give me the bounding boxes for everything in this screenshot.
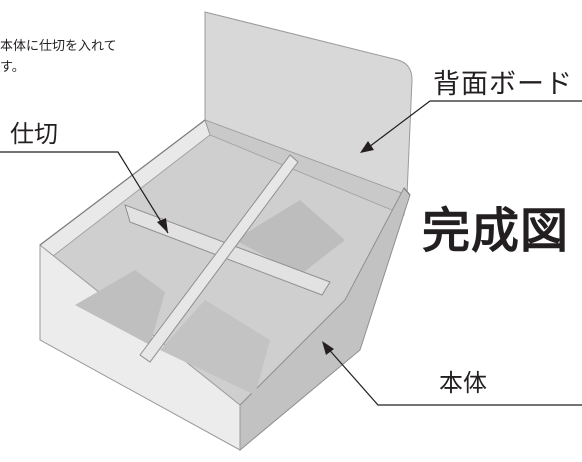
divider-cross	[139, 154, 299, 363]
note-text-line-1: 本体に仕切を入れて	[0, 39, 117, 54]
note-text-line-2: す。	[0, 60, 25, 75]
label-body: 本体	[439, 369, 487, 397]
leader-line-divider	[0, 151, 169, 234]
compartment-floor-front-right	[160, 300, 270, 395]
leader-line-back-board	[364, 100, 582, 151]
compartment-floor-front-left	[75, 270, 165, 345]
compartment-floor-back-right	[235, 200, 345, 275]
body-rim	[39, 119, 411, 246]
label-back-board: 背面ボード	[433, 69, 573, 100]
back-board	[204, 11, 413, 196]
leader-line-body	[324, 344, 582, 406]
title-complete-diagram: 完成図	[422, 203, 570, 259]
leader-arrow-back-board	[360, 141, 374, 153]
label-divider: 仕切	[10, 120, 58, 148]
leader-arrow-divider	[157, 218, 168, 233]
leader-arrow-body	[322, 341, 334, 355]
